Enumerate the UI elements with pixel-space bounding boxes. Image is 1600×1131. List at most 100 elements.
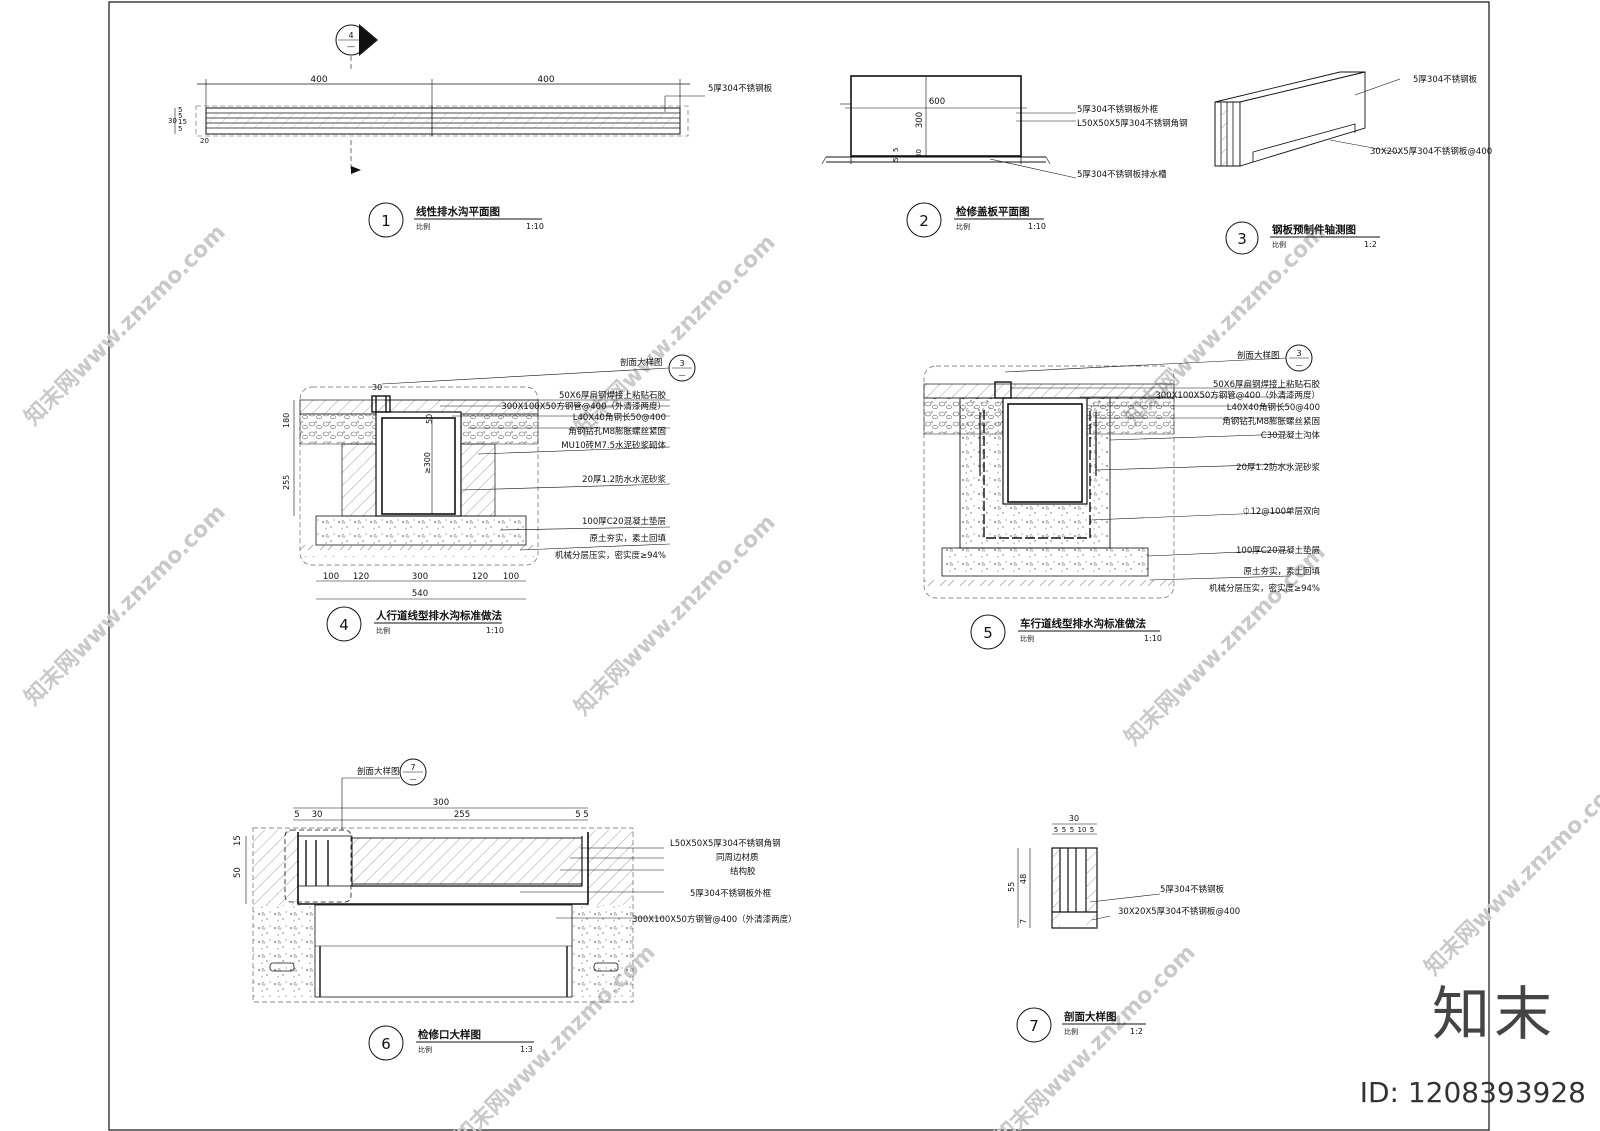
d5-scale-label: 比例	[1020, 634, 1034, 643]
d5-note-angle: L40X40角钢长50@400	[1227, 402, 1320, 413]
drawing-5-roadway-section: 3 — 剖面大样图 50X6厚扁钢焊接上粘贴石胶 300X100X50方钢管@4…	[923, 344, 1321, 650]
d4-note-compaction: 机械分层压实，密实度≥94%	[555, 550, 666, 561]
d2-dim-30: 30	[915, 149, 923, 158]
d7-note-rib: 30X20X5厚304不锈钢板@400	[1118, 906, 1240, 917]
d2-scale-label: 比例	[956, 222, 970, 231]
d4-dim-120b: 120	[472, 572, 488, 582]
d4-ref-sub: —	[679, 371, 686, 379]
d5-number: 5	[983, 624, 993, 642]
d5-scale: 1:10	[1144, 634, 1162, 643]
d4-dim-30: 30	[372, 383, 382, 392]
d2-note-frame: 5厚304不锈钢板外框	[1077, 104, 1159, 115]
d1-title: 线性排水沟平面图	[416, 205, 500, 218]
d2-note-gutter: 5厚304不锈钢板排水槽	[1077, 169, 1167, 180]
d5-note-backfill: 原土夯实，素土回填	[1243, 566, 1320, 577]
d1-note-plate: 5厚304不锈钢板	[708, 83, 773, 94]
d5-note-rebar: ⏀12@100单层双向	[1242, 506, 1320, 517]
watermark-text: 知末网www.znzmo.com	[989, 939, 1200, 1131]
d6-title: 检修口大样图	[418, 1028, 481, 1041]
brand-logo-text: 知末	[1431, 980, 1556, 1048]
d7-dim-10: 10	[1078, 826, 1087, 834]
d4-dim-300v: ≥300	[423, 452, 432, 474]
d4-dim-100a: 100	[323, 572, 339, 582]
sheet-border	[108, 1, 1490, 1131]
d3-title: 钢板预制件轴测图	[1272, 223, 1356, 236]
dim-400-left: 400	[310, 75, 327, 85]
dim-v-5a: 5	[178, 106, 182, 114]
d5-note-compaction: 机械分层压实，密实度≥94%	[1209, 583, 1320, 594]
dim-v-5c: 5	[178, 125, 182, 133]
d4-ref-label: 剖面大样图	[620, 357, 663, 368]
d4-dim-540: 540	[412, 589, 428, 599]
d6-note-tube: 300X100X50方钢管@400（外清漆两度）	[632, 914, 797, 925]
d3-note-rib: 30X20X5厚304不锈钢板@400	[1370, 146, 1492, 157]
d6-dim-5b: 5	[575, 810, 580, 820]
d7-dim-5c: 5	[1070, 826, 1074, 834]
drawing-7-section-detail: 30 5 5 5 10 5 55 48 7 5厚304不锈钢板 30X20X5厚…	[1007, 814, 1240, 1043]
drawing-6-access-detail: 300 5 30 255 5 5 15 50 7 — 剖面大样图 L50X50X…	[233, 758, 797, 1061]
d2-note-angle: L50X50X5厚304不锈钢角钢	[1077, 118, 1188, 129]
d7-dim-30: 30	[1069, 814, 1079, 823]
d6-ref-num: 7	[410, 763, 415, 772]
d4-note-tube: 300X100X50方钢管@400（外清漆两度）	[501, 401, 666, 412]
d7-number: 7	[1029, 1017, 1039, 1035]
d4-dim-255: 255	[282, 475, 291, 490]
d5-title: 车行道线型排水沟标准做法	[1020, 617, 1146, 630]
d3-scale: 1:2	[1364, 240, 1377, 249]
d4-dim-50: 50	[425, 414, 434, 424]
d6-note-adhesive: 结构胶	[730, 866, 756, 877]
drawing-4-sidewalk-section: 30 180 255 50 ≥300 100 120 300 120 100 5…	[282, 354, 696, 642]
d2-dim-600: 600	[929, 97, 945, 107]
dim-v-15: 15	[178, 118, 187, 126]
d6-dim-5a: 5	[294, 810, 299, 820]
d4-note-concrete: 100厚C20混凝土垫层	[582, 516, 666, 527]
dim-20: 20	[200, 137, 209, 145]
d3-note-plate: 5厚304不锈钢板	[1413, 74, 1478, 85]
drawing-2-cover-plan: 600 300 5 5 30 5厚304不锈钢板外框 L50X50X5厚304不…	[821, 75, 1188, 238]
d4-note-backfill: 原土夯实，素土回填	[589, 533, 666, 544]
d7-scale-label: 比例	[1064, 1027, 1078, 1036]
d1-marker-sub: —	[347, 42, 355, 51]
d1-marker-num: 4	[348, 31, 353, 40]
dim-400-right: 400	[537, 75, 554, 85]
d7-title: 剖面大样图	[1064, 1010, 1117, 1023]
d4-scale: 1:10	[486, 626, 504, 635]
d6-number: 6	[381, 1035, 391, 1053]
dim-v-30: 30	[168, 117, 177, 125]
d6-scale: 1:3	[520, 1045, 533, 1054]
d6-note-surface: 同周边材质	[716, 852, 759, 863]
d6-note-frame: 5厚304不锈钢板外框	[690, 888, 772, 899]
d2-dim-300: 300	[915, 112, 925, 128]
d5-note-c30: C30混凝土沟体	[1261, 430, 1321, 441]
d7-dim-5d: 5	[1090, 826, 1094, 834]
d7-dim-5b: 5	[1062, 826, 1066, 834]
d5-ref-label: 剖面大样图	[1237, 350, 1280, 361]
d5-note-bolt: 角钢钻孔M8膨胀螺丝紧固	[1222, 416, 1320, 427]
d6-note-angle: L50X50X5厚304不锈钢角钢	[670, 838, 781, 849]
d2-number: 2	[919, 212, 929, 230]
d2-title: 检修盖板平面图	[956, 205, 1030, 218]
brand-id-label: ID: 1208393928	[1359, 1076, 1586, 1109]
d4-number: 4	[339, 616, 349, 634]
d4-note-bolt: 角钢钻孔M8膨胀螺丝紧固	[568, 426, 666, 437]
d4-note-flatbar: 50X6厚扁钢焊接上粘贴石胶	[559, 390, 667, 401]
d6-dim-300: 300	[433, 798, 449, 808]
d5-note-waterproof: 20厚1.2防水水泥砂浆	[1236, 462, 1320, 473]
d1-number: 1	[381, 212, 391, 230]
d7-scale: 1:2	[1130, 1027, 1143, 1036]
d5-ref-num: 3	[1296, 349, 1301, 358]
watermark-text: 知末网www.znzmo.com	[19, 499, 230, 710]
d4-dim-180: 180	[282, 413, 291, 428]
d2-scale: 1:10	[1028, 222, 1046, 231]
d2-dim-5b: 5	[892, 158, 900, 162]
d5-note-concrete: 100厚C20混凝土垫层	[1236, 545, 1320, 556]
d5-note-flatbar: 50X6厚扁钢焊接上粘贴石胶	[1213, 379, 1321, 390]
dim-v-5b: 5	[178, 112, 182, 120]
drawing-1-channel-plan: 400 400 30 5 5 15 5 20 5厚304不锈钢板 4 —	[168, 24, 773, 238]
d6-dim-5c: 5	[583, 810, 588, 820]
d4-note-waterproof: 20厚1.2防水水泥砂浆	[582, 474, 666, 485]
d1-scale: 1:10	[526, 222, 544, 231]
d6-dim-255: 255	[454, 810, 470, 820]
d6-scale-label: 比例	[418, 1045, 432, 1054]
